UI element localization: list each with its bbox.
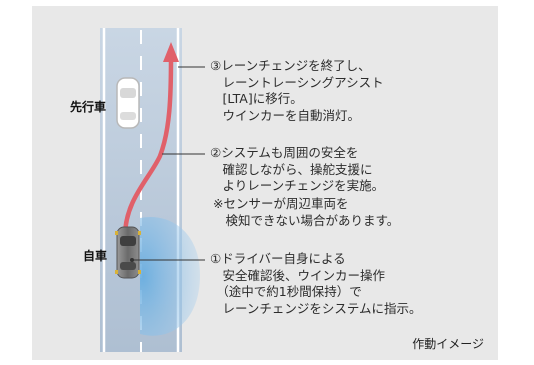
path-arrowhead bbox=[163, 42, 179, 62]
turn-signal-rear-left bbox=[115, 270, 118, 274]
annotation-step2: ②システムも周囲の安全を 確認しながら、操舵支援に よりレーンチェンジを実施。 bbox=[210, 145, 385, 193]
turn-signal-front-right bbox=[138, 231, 141, 235]
turn-signal-front-left bbox=[115, 231, 118, 235]
turn-signal-rear-right bbox=[138, 270, 141, 274]
annotation-step3: ③レーンチェンジを終了し、 レーントレーシングアシスト [LTA]に移行。 ウイ… bbox=[210, 58, 384, 123]
sensor-zone bbox=[140, 216, 200, 336]
annotation-step1: ①ドライバー自身による 安全確認後、ウインカー操作 （途中で約1秒間保持）で レ… bbox=[210, 251, 422, 316]
own-vehicle-label: 自車 bbox=[83, 249, 108, 263]
leading-vehicle bbox=[116, 77, 140, 129]
leading-vehicle-label: 先行車 bbox=[70, 100, 107, 114]
lane-change-path bbox=[122, 55, 174, 239]
leader-dot-step1 bbox=[130, 258, 134, 262]
annotation-note: ※センサーが周辺車両を 検知できない場合があります。 bbox=[213, 196, 400, 228]
caption: 作動イメージ bbox=[412, 337, 484, 351]
own-vehicle bbox=[115, 226, 141, 279]
